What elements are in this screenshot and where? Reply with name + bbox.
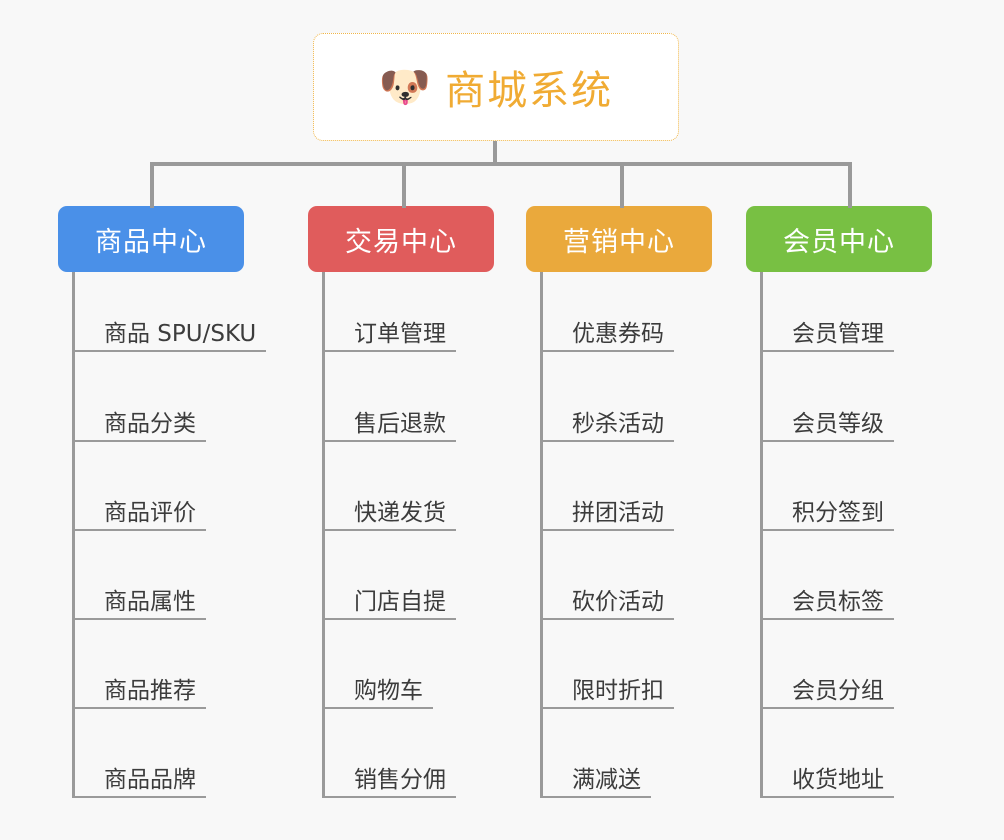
category-header-label: 交易中心 <box>345 226 457 258</box>
category-header-label: 会员中心 <box>783 226 895 258</box>
leaf-item-underline <box>72 440 206 442</box>
leaf-item-label: 收货地址 <box>792 767 884 793</box>
leaf-item-label: 商品评价 <box>104 500 196 526</box>
root-node[interactable]: 🐶 商城系统 <box>313 33 679 141</box>
category-header-marketing-center[interactable]: 营销中心 <box>526 206 712 272</box>
leaf-item-underline <box>322 707 433 709</box>
leaf-item-underline <box>72 350 266 352</box>
column-trunk-member-center <box>760 272 763 796</box>
leaf-item-underline <box>540 529 674 531</box>
leaf-item-label: 门店自提 <box>354 589 446 615</box>
drop-connector-member-center <box>848 162 852 208</box>
drop-connector-trade-center <box>402 162 406 208</box>
leaf-item-underline <box>72 707 206 709</box>
leaf-item-label: 快递发货 <box>354 500 446 526</box>
leaf-item-underline <box>540 350 674 352</box>
leaf-item-label: 满减送 <box>572 767 641 793</box>
leaf-item-underline <box>72 618 206 620</box>
leaf-item-underline <box>760 529 894 531</box>
leaf-item-label: 会员管理 <box>792 321 884 347</box>
leaf-item-label: 限时折扣 <box>572 678 664 704</box>
category-header-member-center[interactable]: 会员中心 <box>746 206 932 272</box>
leaf-item-underline <box>760 440 894 442</box>
dog-face-icon: 🐶 <box>378 62 432 111</box>
leaf-item-label: 商品 SPU/SKU <box>104 321 257 347</box>
leaf-item-label: 订单管理 <box>354 321 446 347</box>
leaf-item-label: 商品分类 <box>104 411 196 437</box>
leaf-item-underline <box>760 707 894 709</box>
leaf-item-underline <box>72 529 206 531</box>
category-header-label: 商品中心 <box>95 226 207 258</box>
leaf-item-label: 优惠券码 <box>572 321 664 347</box>
root-stem-connector <box>493 141 497 164</box>
leaf-item-underline <box>760 796 894 798</box>
leaf-item-label: 购物车 <box>354 678 423 704</box>
leaf-item-label: 售后退款 <box>354 411 446 437</box>
category-header-trade-center[interactable]: 交易中心 <box>308 206 494 272</box>
column-trunk-marketing-center <box>540 272 543 796</box>
leaf-item-underline <box>540 440 674 442</box>
leaf-item-underline <box>540 618 674 620</box>
leaf-item-underline <box>322 529 456 531</box>
leaf-item-underline <box>760 618 894 620</box>
leaf-item-underline <box>322 618 456 620</box>
category-header-product-center[interactable]: 商品中心 <box>58 206 244 272</box>
category-header-label: 营销中心 <box>563 226 675 258</box>
drop-connector-product-center <box>150 162 154 208</box>
leaf-item-label: 秒杀活动 <box>572 411 664 437</box>
leaf-item-underline <box>322 796 456 798</box>
drop-connector-marketing-center <box>620 162 624 208</box>
leaf-item-underline <box>322 350 456 352</box>
root-title: 商城系统 <box>445 68 614 114</box>
leaf-item-underline <box>540 707 674 709</box>
leaf-item-label: 积分签到 <box>792 500 884 526</box>
column-trunk-trade-center <box>322 272 325 796</box>
leaf-item-underline <box>72 796 206 798</box>
horizontal-bus-connector <box>150 162 850 166</box>
leaf-item-label: 拼团活动 <box>572 500 664 526</box>
column-trunk-product-center <box>72 272 75 796</box>
leaf-item-label: 商品属性 <box>104 589 196 615</box>
leaf-item-label: 会员分组 <box>792 678 884 704</box>
leaf-item-label: 商品品牌 <box>104 767 196 793</box>
leaf-item-label: 砍价活动 <box>572 589 664 615</box>
leaf-item-underline <box>760 350 894 352</box>
leaf-item-label: 会员等级 <box>792 411 884 437</box>
leaf-item-label: 会员标签 <box>792 589 884 615</box>
leaf-item-underline <box>322 440 456 442</box>
leaf-item-underline <box>540 796 651 798</box>
leaf-item-label: 销售分佣 <box>354 767 446 793</box>
leaf-item-label: 商品推荐 <box>104 678 196 704</box>
